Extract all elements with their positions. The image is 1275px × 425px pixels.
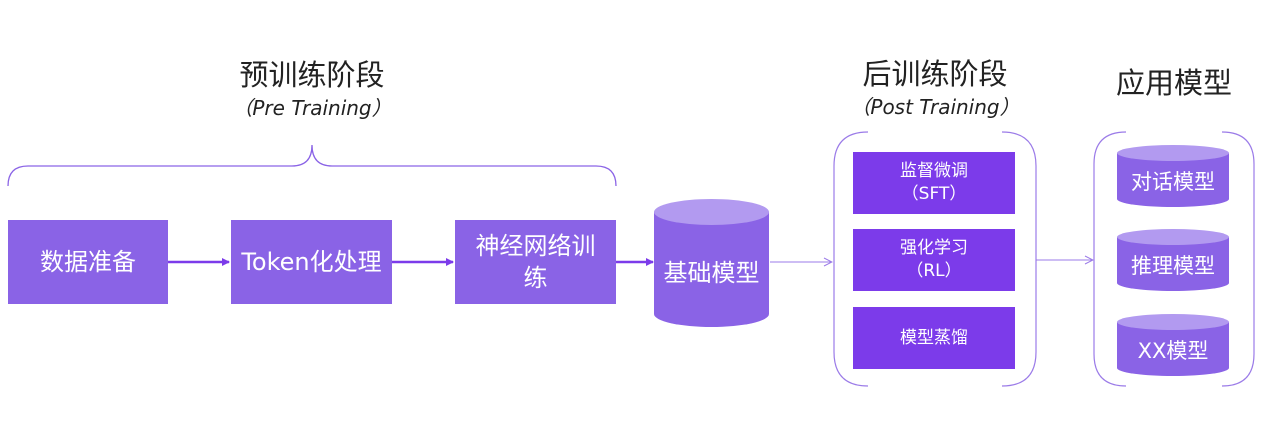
- posttraining-sft-box: 监督微调 （SFT）: [853, 152, 1015, 214]
- pretraining-subtitle: （Pre Training）: [232, 96, 392, 120]
- distillation-name: 模型蒸馏: [900, 327, 968, 348]
- pretraining-brace: [7, 144, 617, 187]
- app-model-chat-cylinder: 对话模型: [1116, 144, 1230, 208]
- application-title: 应用模型: [1115, 66, 1232, 100]
- application-right-bracket: [1221, 131, 1255, 387]
- step-tokenization: Token化处理: [231, 220, 392, 304]
- posttraining-rl-box: 强化学习 （RL）: [853, 229, 1015, 291]
- pretraining-title: 预训练阶段: [239, 58, 385, 92]
- rl-abbr: （RL）: [906, 261, 962, 281]
- app-model-label: XX模型: [1137, 339, 1209, 363]
- app-model-label: 对话模型: [1131, 170, 1215, 194]
- posttraining-subtitle: （Post Training）: [850, 95, 1020, 119]
- sft-abbr: （SFT）: [901, 184, 967, 204]
- posttraining-left-bracket: [833, 131, 869, 387]
- application-left-bracket: [1093, 131, 1127, 387]
- step-label: 数据准备: [40, 247, 136, 276]
- base-model-cylinder: 基础模型: [653, 198, 770, 328]
- base-model-label: 基础模型: [663, 259, 760, 287]
- posttraining-right-bracket: [1001, 131, 1037, 387]
- posttraining-title: 后训练阶段: [862, 57, 1008, 91]
- app-model-xx-cylinder: XX模型: [1116, 313, 1230, 377]
- step-neural-network-training: 神经网络训练: [455, 220, 616, 304]
- posttraining-distillation-box: 模型蒸馏: [853, 307, 1015, 369]
- rl-name: 强化学习: [900, 238, 968, 259]
- step-label: Token化处理: [241, 247, 382, 276]
- app-model-reasoning-cylinder: 推理模型: [1116, 228, 1230, 292]
- step-data-preparation: 数据准备: [8, 220, 168, 304]
- step-label: 神经网络训练: [475, 231, 596, 292]
- app-model-label: 推理模型: [1131, 254, 1215, 278]
- sft-name: 监督微调: [900, 161, 968, 182]
